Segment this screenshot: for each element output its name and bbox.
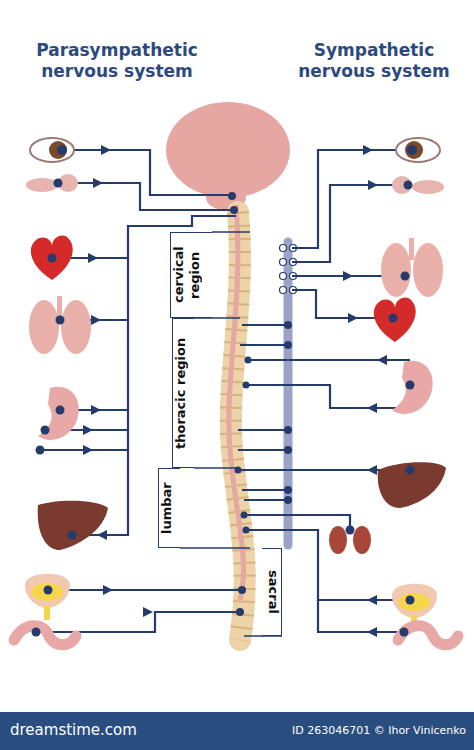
- region-bracket: sacral: [262, 548, 282, 636]
- arrowhead: [143, 607, 153, 617]
- arrowhead: [377, 355, 387, 365]
- gland-right: [392, 176, 444, 194]
- cervical-ganglia: [280, 245, 297, 294]
- kidneys: [329, 526, 371, 554]
- sympathetic-wires: [238, 150, 410, 632]
- heart-left: [31, 236, 73, 280]
- arrowhead: [367, 403, 377, 413]
- brain: [166, 102, 290, 198]
- region-label: thoracic region: [173, 319, 194, 467]
- region-label: cervical region: [171, 233, 212, 317]
- arrowhead: [103, 585, 113, 595]
- intestine-right: [398, 626, 458, 645]
- lungs-right: [381, 238, 443, 297]
- bladder-left: [25, 574, 70, 620]
- arrowhead: [93, 178, 103, 188]
- arrowhead: [91, 405, 101, 415]
- heart-right: [374, 298, 416, 342]
- arrowhead: [91, 315, 101, 325]
- liver-left: [38, 501, 108, 550]
- arrowhead: [367, 627, 377, 637]
- region-bracket: thoracic region: [172, 318, 194, 468]
- region-bracket: cervical region: [170, 232, 212, 318]
- arrowhead: [101, 145, 111, 155]
- arrowhead: [83, 425, 93, 435]
- region-label: sacral: [262, 549, 281, 635]
- liver-right: [378, 462, 446, 508]
- image-id: ID 263046701 © Ihor Vinicenko: [214, 724, 466, 738]
- stomach-left: [38, 387, 79, 440]
- arrowhead: [348, 313, 358, 323]
- eye-right: [396, 138, 440, 162]
- arrowhead: [367, 465, 377, 475]
- arrowheads: [83, 145, 387, 637]
- spinal-nerves: [238, 322, 291, 503]
- arrowhead: [88, 253, 98, 263]
- section-title: Parasympathetic nervous system: [22, 40, 212, 83]
- lungs-left: [29, 296, 91, 354]
- stomach-right: [392, 361, 433, 414]
- watermark: dreamstime.com: [10, 721, 210, 740]
- arrowhead: [368, 180, 378, 190]
- arrowhead: [97, 530, 107, 540]
- parasympathetic-nodes: [228, 192, 246, 616]
- intestine-left: [14, 626, 76, 645]
- arrowhead: [363, 145, 373, 155]
- sympathetic-nodes: [235, 357, 252, 534]
- arrowhead: [367, 595, 377, 605]
- gland-left: [26, 174, 78, 192]
- eye-left: [30, 138, 74, 162]
- spinal-cord: [229, 205, 244, 600]
- footer-band: [0, 712, 474, 750]
- arrowhead: [83, 445, 93, 455]
- parasympathetic-wires: [36, 150, 242, 632]
- section-title: Sympathetic nervous system: [284, 40, 464, 83]
- arrowhead: [343, 271, 353, 281]
- organ-dots: [32, 145, 418, 637]
- region-label: lumbar: [159, 469, 180, 547]
- region-bracket: lumbar: [158, 468, 180, 548]
